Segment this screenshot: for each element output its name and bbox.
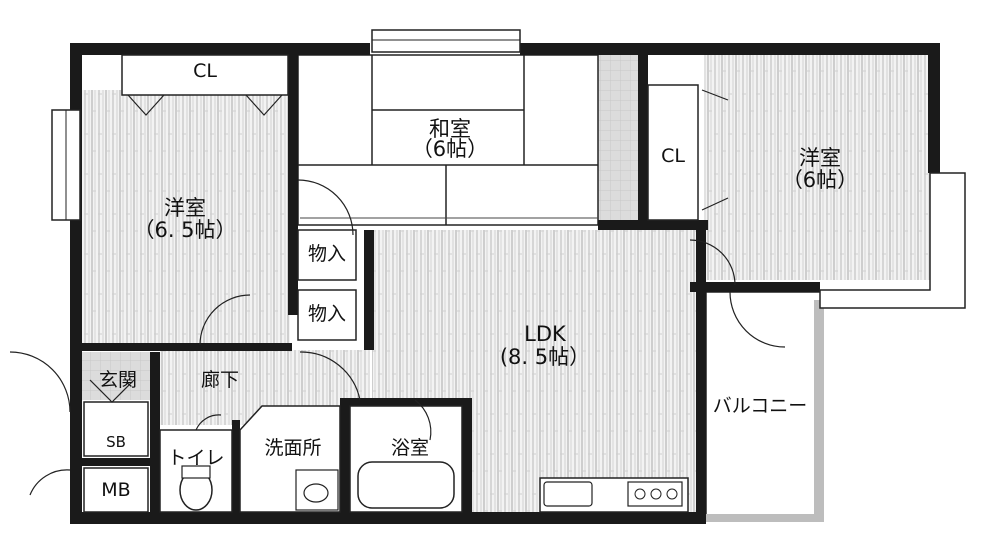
closet-fold-doors [127,89,729,211]
top-window [371,29,521,53]
toilet-label: トイレ [167,447,225,469]
bathtub-icon [357,461,455,509]
yoshitsu-right-size: （6帖） [781,168,859,192]
genkan-label: 玄関 [98,369,137,391]
mb-box [83,467,149,513]
genkan-floor [82,352,152,400]
mb-label: MB [101,479,131,501]
kitchen-sink-icon [543,481,593,507]
yoshitsu-right-name: 洋室 [799,146,841,170]
yoshitsu-left-name: 洋室 [164,196,206,220]
balcony-label: バルコニー [712,395,808,417]
monoire-2-label: 物入 [307,303,346,325]
monoire-1-box [297,229,357,281]
sb-box [83,401,149,457]
ldk-size: (8. 5帖） [499,345,591,369]
yoshitsu-left-size: （6. 5帖） [133,218,237,242]
balcony-railing [814,300,824,520]
washitsu-floor [297,54,599,226]
ldk-name: LDK [524,322,566,346]
cl-right-label: CL [661,145,685,167]
washitsu-name: 和室 [429,117,471,141]
cl-right-closet [647,84,699,221]
cl-top-label: CL [193,60,217,82]
sb-label: SB [106,433,126,451]
washitsu-size: （6帖） [411,137,489,161]
rouka-label: 廊下 [200,369,239,391]
door-swings [9,179,786,496]
stove-icon [627,481,683,507]
right-bay-window [819,172,966,309]
right-yoshitsu-floor [704,55,932,280]
balcony-railing-bottom [706,514,824,522]
senmenjo-label: 洗面所 [264,437,322,459]
cl-top-closet [121,54,289,96]
left-yoshitsu-floor [80,90,290,345]
yokushitsu-label: 浴室 [390,437,429,459]
monoire-2-box [297,289,357,341]
monoire-1-label: 物入 [307,243,346,265]
cl-floor-strip [598,55,638,220]
sink-icon [303,483,329,503]
